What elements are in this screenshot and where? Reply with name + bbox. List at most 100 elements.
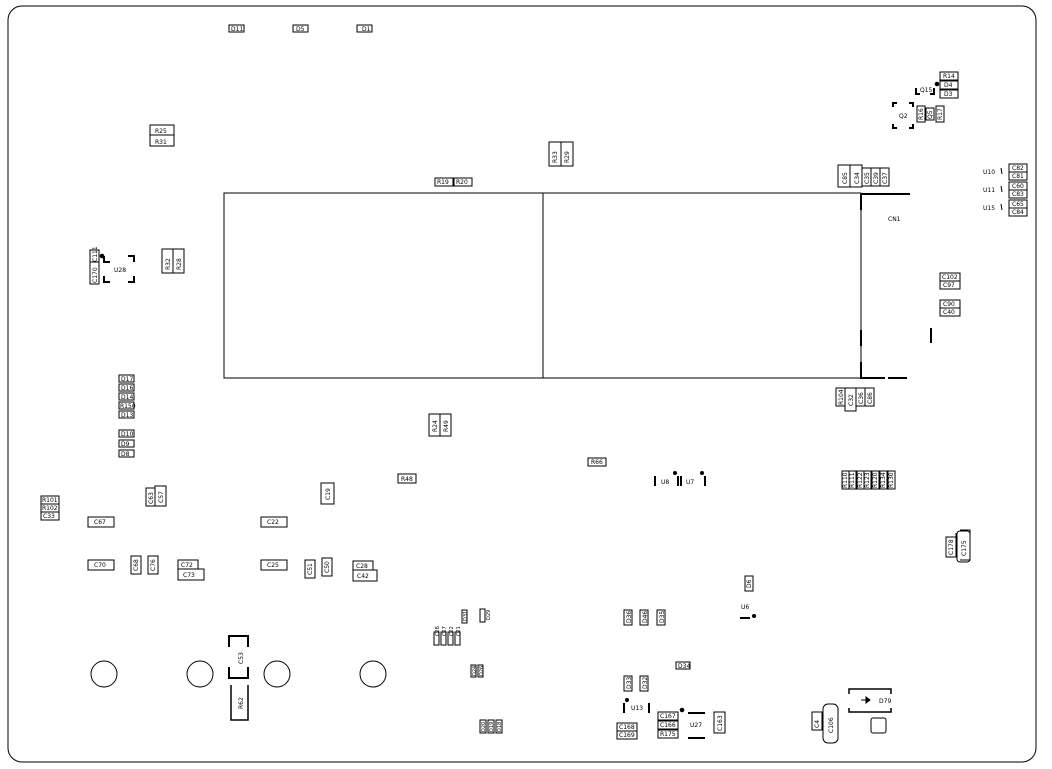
d24-outline — [470, 664, 477, 678]
label-r20: R20 — [456, 179, 468, 186]
label-c40: C40 — [943, 309, 955, 316]
r66-outline — [587, 457, 607, 467]
label-c53: C53 — [238, 652, 245, 664]
label-d32: D32 — [642, 677, 649, 689]
label-r150: R150 — [120, 403, 136, 410]
label-r17: R17 — [937, 108, 944, 120]
label-c37: C37 — [882, 172, 889, 184]
c73-outline — [177, 568, 205, 581]
c57-outline — [154, 485, 167, 507]
label-c36: C36 — [858, 392, 865, 404]
d16-outline — [118, 383, 135, 392]
cn1-outline — [860, 193, 932, 379]
label-c57: C57 — [158, 491, 165, 503]
u13-outline — [623, 703, 650, 713]
label-c42: C42 — [357, 573, 369, 580]
label-c167: C167 — [660, 713, 676, 720]
c28b-outline — [433, 631, 440, 646]
c84-outline — [1008, 207, 1028, 217]
label-c97: C97 — [943, 282, 955, 289]
d18-outline — [495, 719, 503, 734]
d79-pad — [870, 717, 887, 734]
label-c83: C83 — [1012, 191, 1024, 198]
label-c67: C67 — [94, 519, 106, 526]
label-c111: C111 — [92, 246, 99, 262]
label-r62: R62 — [238, 697, 245, 709]
label-c39: C39 — [873, 172, 880, 184]
r20-outline — [453, 177, 473, 187]
label-d24: D24 — [472, 666, 478, 676]
mount-hole-4 — [359, 660, 387, 688]
label-q15: Q15 — [920, 87, 933, 94]
c67-outline — [87, 516, 115, 528]
label-c34: C34 — [854, 172, 861, 184]
label-d3: D3 — [944, 91, 953, 98]
d29-outline — [479, 608, 486, 623]
label-u28: U28 — [114, 267, 126, 274]
d3-outline — [939, 89, 959, 99]
d33-outline — [623, 675, 633, 692]
label-d11: D11 — [231, 26, 243, 33]
label-r16: R16 — [918, 108, 925, 120]
label-d19: D19 — [489, 722, 495, 732]
r111-outline — [848, 470, 857, 490]
label-d29: D29 — [486, 610, 492, 620]
label-c170: C170 — [92, 267, 99, 283]
label-c82: C82 — [1012, 165, 1024, 172]
label-c90: C90 — [943, 301, 955, 308]
label-r14: R14 — [943, 73, 955, 80]
label-r122: R122 — [857, 472, 864, 488]
label-r175: R175 — [660, 731, 676, 738]
d9-outline — [118, 439, 135, 448]
label-c50: C50 — [324, 561, 331, 573]
r49-outline — [439, 413, 452, 437]
q2-outline — [892, 102, 914, 129]
label-r28: R28 — [176, 258, 183, 270]
r130-outline — [887, 470, 896, 490]
label-r110: R110 — [842, 472, 849, 488]
d1-outline — [356, 24, 373, 33]
label-d46: D46 — [642, 611, 649, 623]
label-d26: D26 — [479, 666, 485, 676]
d5-outline — [292, 24, 309, 33]
label-r111: R111 — [849, 472, 856, 488]
c53-outline — [228, 635, 249, 679]
q15-outline — [915, 88, 935, 95]
label-c85: C85 — [842, 172, 849, 184]
label-d14: D14 — [121, 394, 133, 401]
label-u7: U7 — [686, 479, 694, 486]
label-c68: C68 — [133, 559, 140, 571]
label-u8: U8 — [661, 479, 669, 486]
c40-outline — [939, 307, 961, 317]
c111-outline — [89, 249, 100, 263]
label-c72: C72 — [181, 562, 193, 569]
d17-outline — [118, 374, 135, 383]
u27-outline — [688, 712, 705, 739]
label-d1: D1 — [362, 26, 371, 33]
u28-outline — [103, 255, 135, 283]
label-r134: R134 — [880, 472, 887, 488]
label-d20: D20 — [481, 722, 487, 732]
label-c70: C70 — [94, 562, 106, 569]
label-c21: C21 — [456, 626, 462, 636]
d32-outline — [639, 675, 649, 692]
label-c65: C65 — [1012, 201, 1024, 208]
c86-outline — [864, 387, 875, 407]
label-r101: R101 — [42, 497, 58, 504]
label-u13: U13 — [631, 705, 643, 712]
label-d31: D31 — [463, 611, 469, 621]
c166-outline — [657, 720, 679, 730]
label-r32: R32 — [165, 258, 172, 270]
d11-outline — [228, 24, 245, 33]
label-r120: R120 — [872, 472, 879, 488]
label-c28b: C28 — [435, 626, 441, 636]
label-r29: R29 — [564, 151, 571, 163]
label-c22: C22 — [267, 519, 279, 526]
label-c178: C178 — [948, 539, 955, 555]
label-r66: R66 — [591, 459, 603, 466]
r134-outline — [879, 470, 888, 490]
mount-hole-2 — [186, 660, 214, 688]
c22b-outline — [447, 631, 454, 646]
label-cn1: CN1 — [888, 216, 901, 223]
